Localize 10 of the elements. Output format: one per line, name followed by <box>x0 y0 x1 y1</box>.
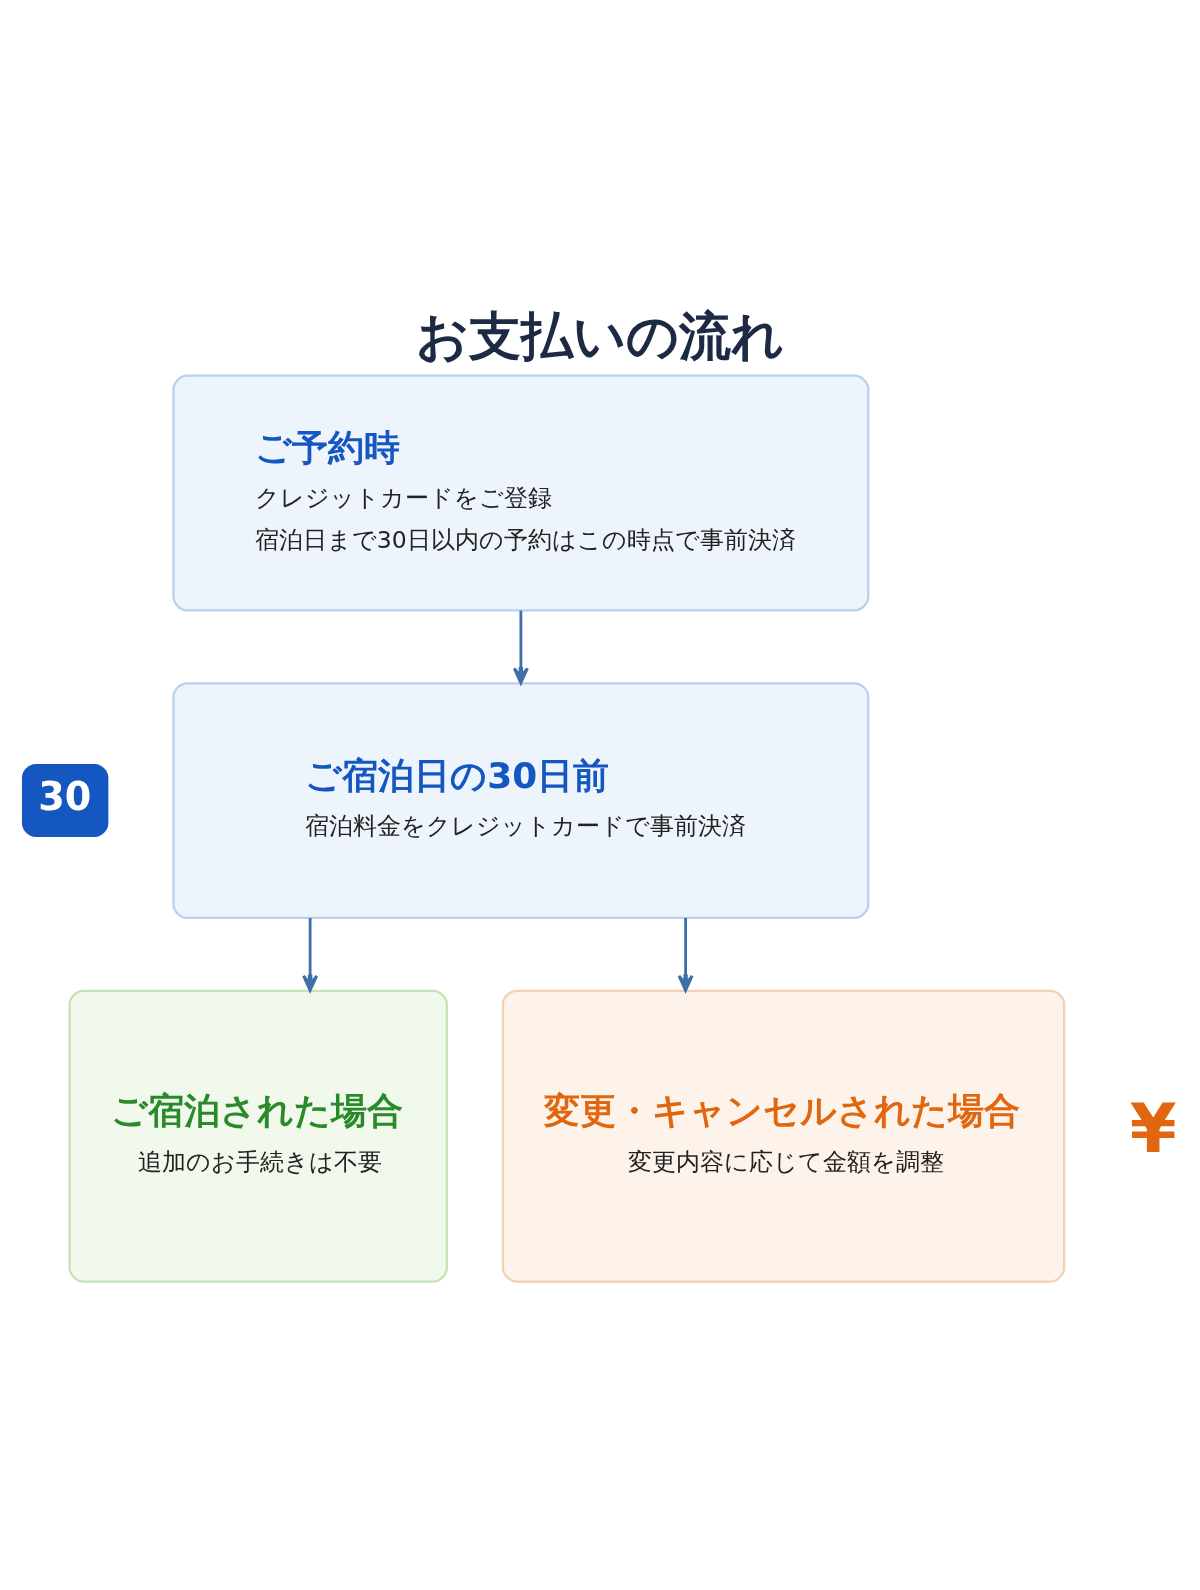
node-box: ご宿泊された場合 追加のお手続きは不要 <box>68 989 448 1283</box>
arrow <box>512 610 529 684</box>
node-box: 変更・キャンセルされた場合 変更内容に応じて金額を調整 <box>501 989 1066 1283</box>
arrow <box>677 917 694 992</box>
label: 30 <box>38 774 92 819</box>
diagram-title: お支払いの流れ <box>416 305 785 366</box>
arrow <box>302 917 319 992</box>
label: ¥ <box>1129 1088 1177 1168</box>
node-box: ご予約時 クレジットカードをご登録 宿泊日まで30日以内の予約はこの時点で事前決済 <box>172 374 870 611</box>
node-box: ご宿泊日の30日前 宿泊料金をクレジットカードで事前決済 <box>172 681 870 919</box>
